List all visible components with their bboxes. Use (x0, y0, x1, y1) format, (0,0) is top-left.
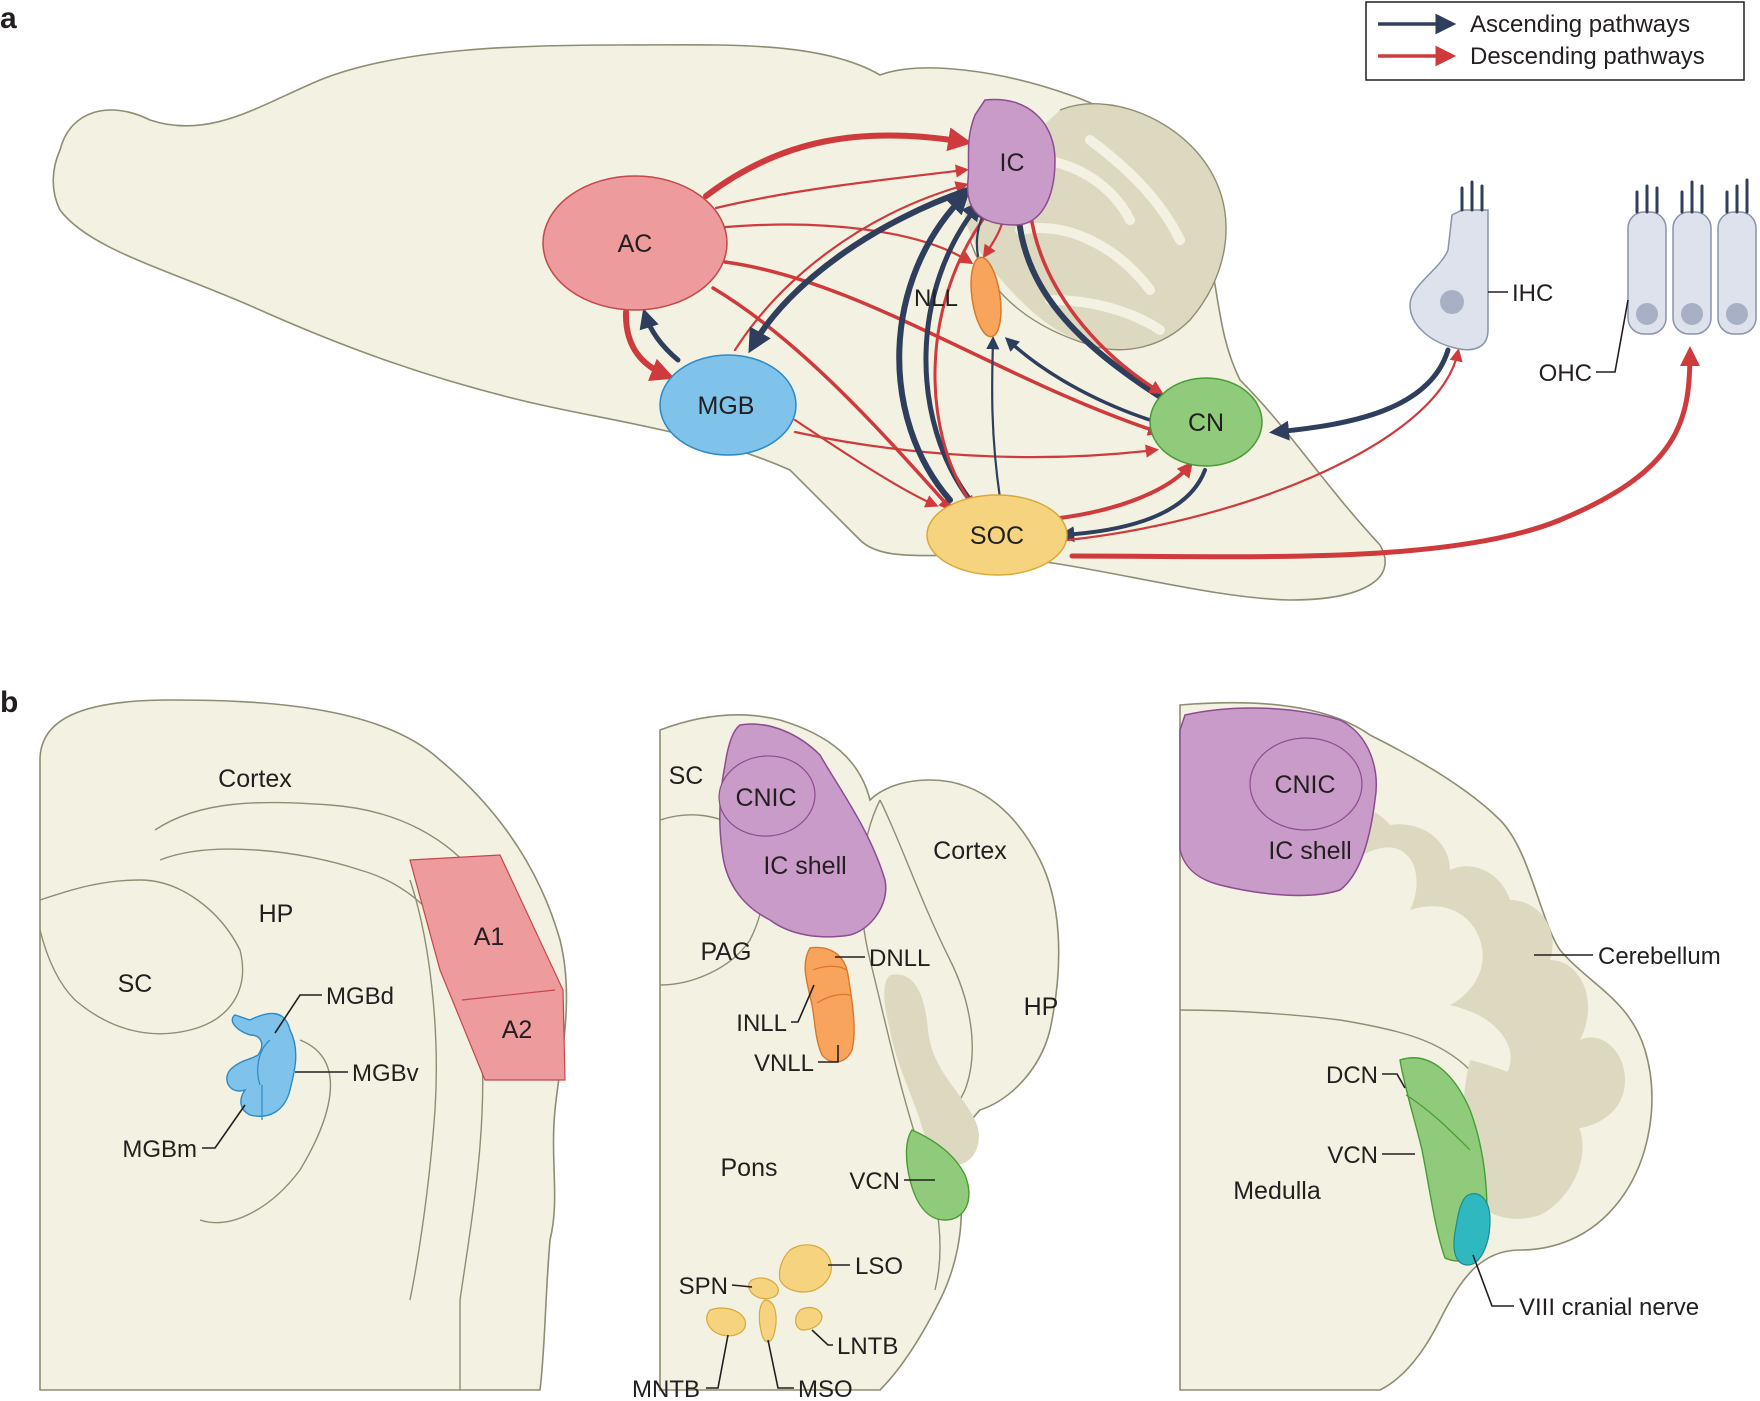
panel-b-letter: b (0, 686, 18, 719)
ac-label: AC (618, 230, 653, 258)
s2-lntb-label: LNTB (837, 1333, 898, 1360)
cn-label: CN (1188, 409, 1224, 437)
coronal-section-2: SC CNIC IC shell Cortex PAG DNLL INLL VN… (632, 714, 1060, 1401)
s1-hp-label: HP (259, 900, 294, 928)
nucleus-mgb: MGB (659, 354, 797, 456)
ohc-label: OHC (1539, 360, 1592, 387)
s2-hp-label: HP (1024, 993, 1059, 1021)
s3-viii-nerve-label: VIII cranial nerve (1519, 1294, 1699, 1321)
nucleus-soc: SOC (926, 494, 1068, 576)
s2-cortex-label: Cortex (933, 837, 1007, 865)
ihc-label: IHC (1512, 280, 1553, 307)
s1-mgbd-label: MGBd (326, 983, 394, 1010)
s1-mgbv-label: MGBv (352, 1060, 419, 1087)
s3-medulla-label: Medulla (1233, 1177, 1321, 1205)
s2-mntb-label: MNTB (632, 1376, 700, 1401)
s3-vcn-label: VCN (1327, 1142, 1378, 1169)
mgb-label: MGB (698, 392, 755, 420)
legend-descending-label: Descending pathways (1470, 43, 1705, 70)
s2-spn-label: SPN (679, 1273, 728, 1300)
coronal-section-1: Cortex HP SC A1 A2 MGBd MGBv MGBm (39, 699, 568, 1391)
coronal-section-3: CNIC IC shell Cerebellum DCN VCN Medulla… (1179, 701, 1721, 1391)
nucleus-nll: NLL (914, 256, 1002, 338)
nucleus-ic: IC (966, 98, 1056, 226)
s2-inll-label: INLL (736, 1010, 787, 1037)
nucleus-ac: AC (542, 175, 728, 311)
s1-mgbm-label: MGBm (122, 1136, 197, 1163)
s2-ic-shell-label: IC shell (763, 852, 846, 880)
s2-vnll-label: VNLL (754, 1050, 814, 1077)
s2-lso-label: LSO (855, 1253, 903, 1280)
nll-label: NLL (914, 285, 958, 312)
pathway-arrows (622, 127, 1700, 560)
s3-cerebellum-label: Cerebellum (1598, 943, 1721, 970)
s2-pag-label: PAG (701, 938, 752, 966)
s3-cnic-label: CNIC (1274, 771, 1335, 799)
s2-sc-label: SC (669, 762, 704, 790)
s2-pons-label: Pons (721, 1154, 778, 1182)
legend-ascending-label: Ascending pathways (1470, 11, 1690, 38)
s3-ic-shell-label: IC shell (1268, 837, 1351, 865)
s2-dnll-label: DNLL (869, 945, 930, 972)
s1-sc-label: SC (118, 970, 153, 998)
s1-cortex-label: Cortex (218, 765, 292, 793)
s2-vcn-label: VCN (849, 1168, 900, 1195)
outer-hair-cells: OHC (1539, 178, 1757, 387)
nucleus-cn: CN (1149, 377, 1263, 467)
soc-label: SOC (970, 522, 1024, 550)
s1-a1-label: A1 (474, 923, 505, 951)
ic-label: IC (1000, 149, 1025, 177)
panel-a-letter: a (0, 2, 17, 35)
s3-dcn-label: DCN (1326, 1062, 1378, 1089)
s2-mso-label: MSO (798, 1376, 853, 1401)
legend: Ascending pathways Descending pathways (1365, 1, 1745, 81)
s1-a2-label: A2 (502, 1016, 533, 1044)
inner-hair-cell: IHC (1409, 180, 1553, 351)
s2-cnic-label: CNIC (735, 784, 796, 812)
